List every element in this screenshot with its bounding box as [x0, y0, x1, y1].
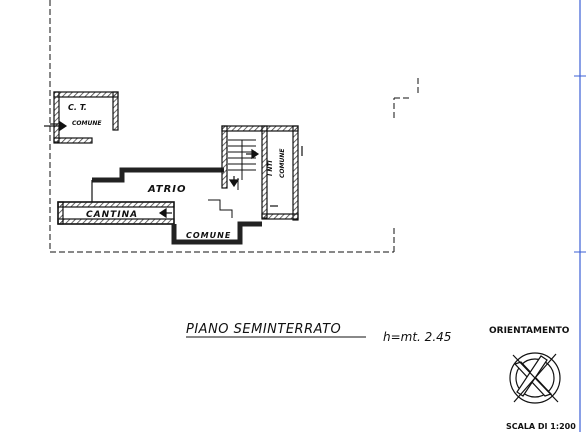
plan-title: PIANO SEMINTERRATO [186, 322, 341, 337]
staircase [208, 139, 256, 218]
room-label-intercapedine: I NTI [267, 160, 274, 176]
room-label-cantina: CANTINA [86, 210, 138, 220]
room-label-atrio: ATRIO [147, 184, 187, 195]
compass-icon [509, 352, 561, 404]
room-label-comune: COMUNE [186, 231, 231, 240]
walls [53, 91, 299, 245]
height-note: h=mt. 2.45 [383, 330, 451, 344]
room-label-intercapedine-comune: COMUNE [279, 148, 286, 178]
room-label-ct: C. T. [68, 103, 87, 112]
room-label-ct-comune: COMUNE [72, 120, 102, 127]
arrows [44, 120, 260, 219]
scale-label: SCALA DI 1:200 [506, 422, 576, 431]
partitions [50, 123, 303, 207]
orientation-label: ORIENTAMENTO [489, 326, 570, 336]
